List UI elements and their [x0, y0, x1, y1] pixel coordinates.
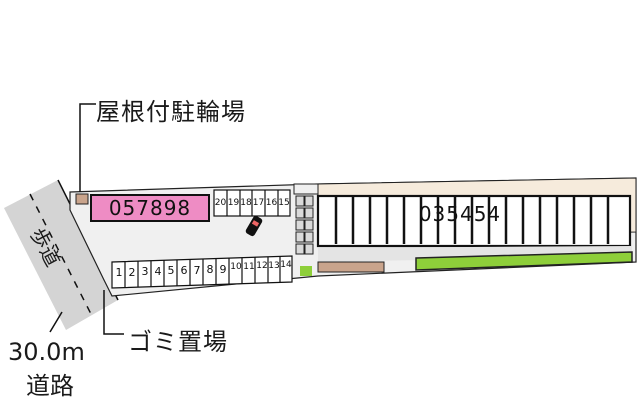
parking-space-14: 14	[280, 260, 292, 270]
road-band	[4, 180, 118, 330]
lower-parking-row	[111, 255, 293, 289]
parking-space-1: 1	[115, 266, 123, 279]
road-label: 道路	[26, 372, 74, 400]
brown-planter	[317, 261, 385, 273]
parking-space-2: 2	[128, 266, 136, 279]
parking-space-7: 7	[193, 264, 201, 277]
parking-space-9: 9	[219, 263, 227, 276]
road-width-label: 30.0m	[8, 338, 85, 366]
building-035454-id: 035454	[418, 202, 502, 226]
parking-space-11: 11	[243, 262, 255, 272]
upper-parking-row	[213, 189, 291, 217]
parking-space-13: 13	[268, 261, 280, 271]
building-057898: 057898	[90, 194, 210, 222]
parking-space-19: 19	[227, 198, 240, 208]
parking-space-12: 12	[256, 261, 268, 271]
roofed-bicycle-parking-label: 屋根付駐輪場	[96, 98, 246, 126]
building-057898-id: 057898	[108, 196, 192, 220]
car-icon	[245, 215, 263, 237]
greenery	[415, 251, 633, 271]
garbage-area-label: ゴミ置場	[128, 328, 228, 356]
parking-space-16: 16	[265, 198, 278, 208]
parking-space-6: 6	[180, 264, 188, 277]
stall-dividers	[334, 196, 610, 244]
parking-space-18: 18	[240, 198, 252, 208]
parking-space-4: 4	[154, 265, 162, 278]
parking-space-15: 15	[278, 198, 290, 208]
parking-space-8: 8	[206, 263, 214, 276]
parking-space-20: 20	[214, 198, 227, 208]
parking-space-3: 3	[141, 265, 149, 278]
parking-space-5: 5	[167, 264, 175, 277]
parking-space-17: 17	[252, 198, 265, 208]
bike-rack-column	[295, 195, 314, 255]
parking-space-10: 10	[230, 262, 242, 272]
